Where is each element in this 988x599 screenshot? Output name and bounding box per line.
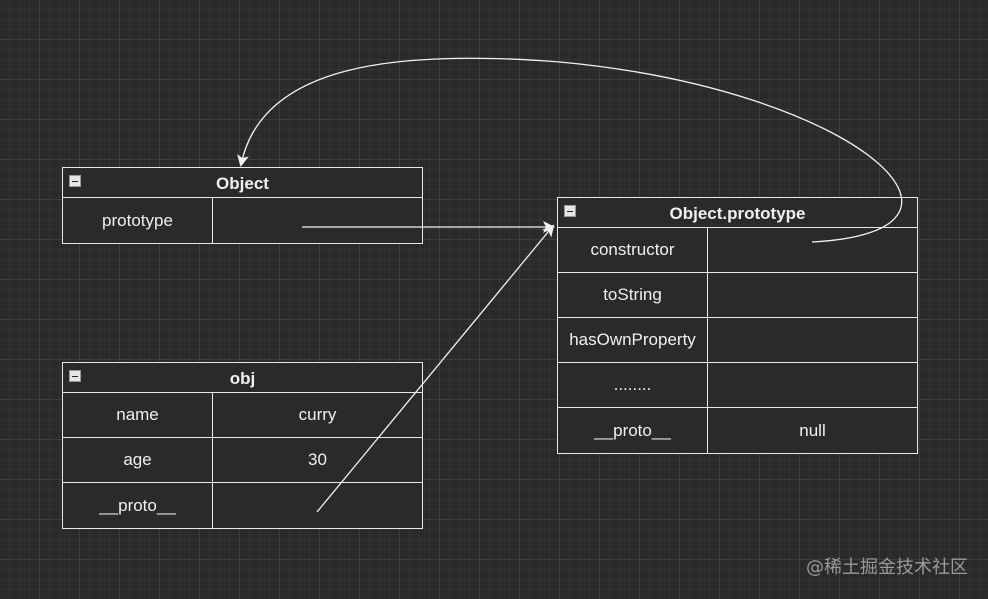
object-prototype-row-value [708,318,917,362]
object-prototype-row-value [708,363,917,407]
object-prototype-entity-title: Object.prototype [669,204,806,223]
obj-row-value: curry [298,405,337,424]
object-row-key: prototype [63,198,213,243]
object-prototype-row-key: __proto__ [558,408,708,453]
object-row-prototype: prototype [63,198,422,243]
obj-entity-title: obj [229,369,256,388]
object-prototype-row-hasownproperty: hasOwnProperty [558,318,917,363]
collapse-icon[interactable] [564,205,576,217]
object-prototype-row-value: null [799,420,826,440]
object-prototype-row-key: constructor [558,228,708,272]
object-prototype-row-key: toString [558,273,708,317]
watermark-text: @稀土掘金技术社区 [806,557,968,578]
obj-row-value: 30 [308,450,327,469]
object-prototype-entity-header: Object.prototype [558,198,917,228]
object-prototype-row-value [708,228,917,272]
obj-row-age: age 30 [63,438,422,483]
obj-entity[interactable]: obj name curry age 30 __proto__ [62,362,423,529]
object-entity-title: Object [216,174,269,193]
object-prototype-row-key: ........ [558,363,708,407]
obj-entity-header: obj [63,363,422,393]
object-prototype-entity[interactable]: Object.prototype constructor toString ha… [557,197,918,454]
obj-row-key: name [63,393,213,437]
object-prototype-row-proto: __proto__ null [558,408,917,453]
obj-row-name: name curry [63,393,422,438]
object-prototype-row-tostring: toString [558,273,917,318]
obj-row-proto: __proto__ [63,483,422,528]
object-row-value [213,198,422,243]
obj-row-key: age [63,438,213,482]
collapse-icon[interactable] [69,175,81,187]
object-prototype-row-key: hasOwnProperty [558,318,708,362]
obj-row-key: __proto__ [63,483,213,528]
obj-row-value [213,483,422,528]
object-prototype-row-ellipsis: ........ [558,363,917,408]
object-prototype-row-constructor: constructor [558,228,917,273]
object-entity[interactable]: Object prototype [62,167,423,244]
object-prototype-row-value [708,273,917,317]
collapse-icon[interactable] [69,370,81,382]
object-entity-header: Object [63,168,422,198]
